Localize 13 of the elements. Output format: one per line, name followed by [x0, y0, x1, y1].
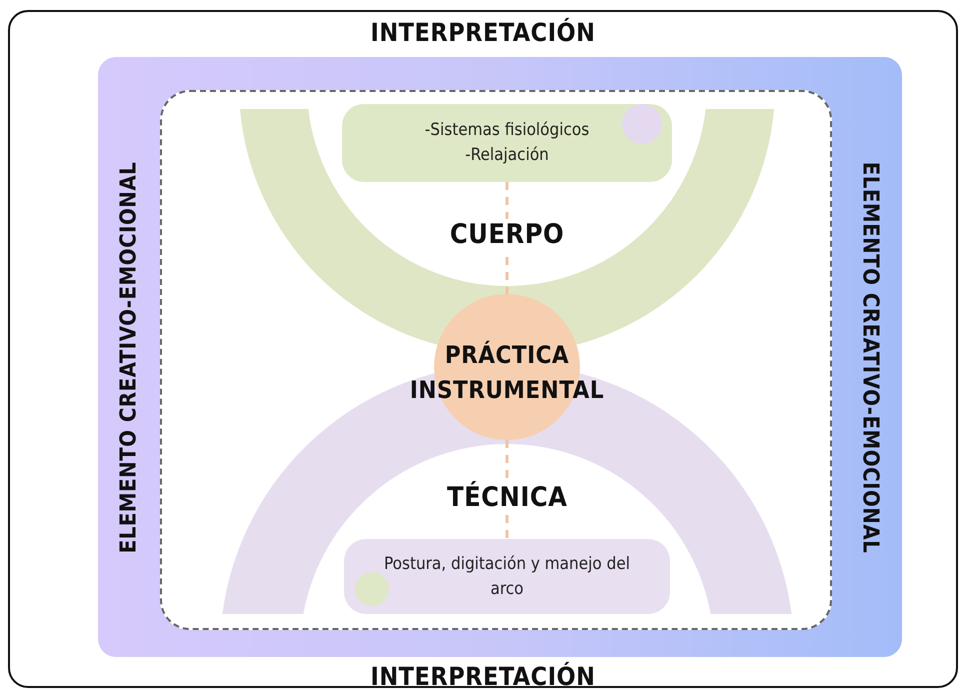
note-text: -Sistemas fisiológicos [424, 119, 590, 142]
side-heading: ELEMENTO CREATIVO-EMOCIONAL [858, 160, 882, 556]
dashed-panel [160, 90, 832, 630]
frame-heading: INTERPRETACIÓN [369, 662, 596, 690]
circle-heading: PRÁCTICA INSTRUMENTAL [408, 340, 606, 406]
note-text: -Relajación [465, 144, 549, 167]
note-pill [344, 539, 670, 614]
gradient-band [98, 57, 902, 657]
outer-frame [8, 10, 958, 688]
note-text: Postura, digitación y manejo del arco [384, 552, 630, 600]
frame-heading: INTERPRETACIÓN [369, 18, 596, 47]
note-pill [342, 104, 672, 182]
side-heading: ELEMENTO CREATIVO-EMOCIONAL [116, 160, 142, 556]
